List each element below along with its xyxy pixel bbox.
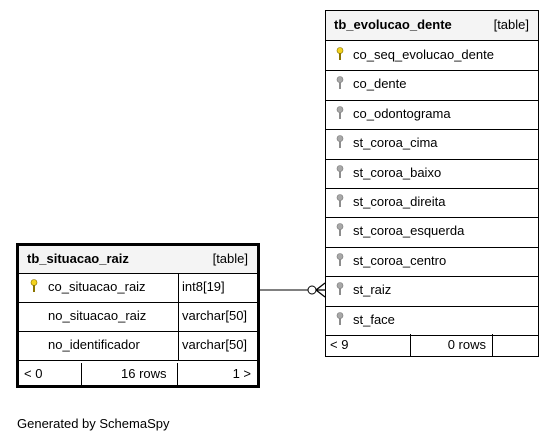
crowfoot-line xyxy=(315,282,326,291)
key-icon xyxy=(336,252,344,266)
table-tb-evolucao-dente[interactable]: tb_evolucao_dente [table] co_seq_evoluca… xyxy=(325,10,539,357)
footer-divider xyxy=(81,363,82,385)
column-divider xyxy=(178,302,179,331)
primary-key-icon xyxy=(30,279,38,292)
column-type: varchar[50] xyxy=(182,337,248,352)
column-name: no_identificador xyxy=(48,337,140,352)
column-name: st_raiz xyxy=(353,282,392,298)
column-row[interactable]: co_dente xyxy=(326,70,538,101)
column-row[interactable]: st_raiz xyxy=(326,276,538,307)
footer-divider xyxy=(177,363,178,385)
column-row[interactable]: st_coroa_esquerda xyxy=(326,217,538,248)
column-row[interactable]: st_coroa_centro xyxy=(326,247,538,278)
column-row[interactable]: st_coroa_direita xyxy=(326,188,538,219)
footer-divider xyxy=(492,334,493,356)
row-count: 0 rows xyxy=(447,337,486,352)
table-header: tb_evolucao_dente [table] xyxy=(326,11,538,41)
table-name[interactable]: tb_situacao_raiz xyxy=(27,251,129,266)
key-icon xyxy=(336,76,344,90)
key-icon xyxy=(336,223,344,237)
children-count[interactable]: < 9 xyxy=(330,337,349,352)
column-name: st_coroa_baixo xyxy=(353,164,442,180)
key-icon xyxy=(336,135,344,149)
column-row[interactable]: no_identificador varchar[50] xyxy=(19,331,257,361)
footer-divider xyxy=(410,334,411,356)
column-name: st_coroa_cima xyxy=(353,135,438,151)
column-row[interactable]: st_coroa_baixo xyxy=(326,159,538,189)
key-icon xyxy=(336,194,344,207)
column-name: no_situacao_raiz xyxy=(48,308,147,323)
row-count: 16 rows xyxy=(121,366,167,381)
column-row[interactable]: co_seq_evolucao_dente xyxy=(326,41,538,72)
column-type: varchar[50] xyxy=(182,308,248,323)
generated-by-note: Generated by SchemaSpy xyxy=(17,416,170,431)
column-row[interactable]: no_situacao_raiz varchar[50] xyxy=(19,302,257,332)
column-name: co_seq_evolucao_dente xyxy=(353,47,494,62)
key-icon xyxy=(336,282,344,296)
column-row[interactable]: co_odontograma xyxy=(326,100,538,131)
column-divider xyxy=(178,331,179,360)
table-footer: < 9 0 rows xyxy=(326,334,538,356)
column-name: co_dente xyxy=(353,76,407,92)
column-name: st_coroa_direita xyxy=(353,194,446,209)
key-icon xyxy=(336,105,344,119)
table-kind: [table] xyxy=(493,17,529,32)
column-row[interactable]: st_coroa_cima xyxy=(326,129,538,160)
column-name: st_coroa_esquerda xyxy=(353,223,465,239)
column-row[interactable]: st_face xyxy=(326,306,538,336)
table-footer: < 0 16 rows 1 > xyxy=(19,363,257,385)
key-icon xyxy=(336,164,344,178)
table-name[interactable]: tb_evolucao_dente xyxy=(334,17,452,32)
column-divider xyxy=(178,273,179,302)
relationship-optional-circle xyxy=(307,285,317,295)
parents-count[interactable]: 1 > xyxy=(232,366,251,381)
column-type: int8[19] xyxy=(182,279,225,294)
children-count[interactable]: < 0 xyxy=(24,366,43,381)
column-name: st_face xyxy=(353,311,395,327)
key-icon xyxy=(336,311,344,325)
table-header: tb_situacao_raiz [table] xyxy=(19,246,257,274)
column-row[interactable]: co_situacao_raiz int8[19] xyxy=(19,273,257,303)
table-tb-situacao-raiz[interactable]: tb_situacao_raiz [table] co_situacao_rai… xyxy=(16,243,260,388)
table-kind: [table] xyxy=(212,251,248,266)
column-name: co_situacao_raiz xyxy=(48,279,146,294)
column-name: co_odontograma xyxy=(353,105,451,121)
column-name: st_coroa_centro xyxy=(353,252,447,268)
crowfoot-line xyxy=(315,289,326,298)
primary-key-icon xyxy=(336,47,344,60)
